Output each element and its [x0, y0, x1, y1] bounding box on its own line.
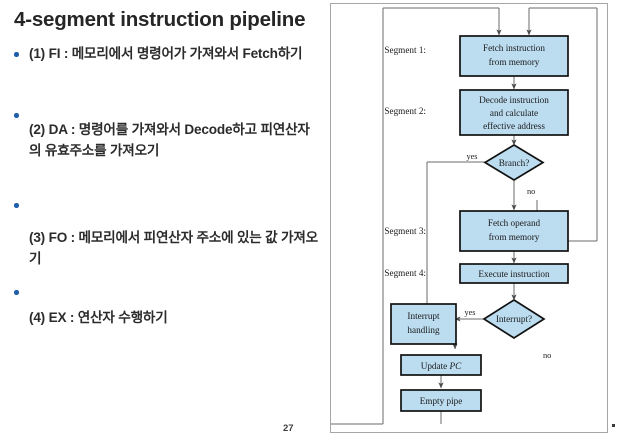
node-interrupt-decision-label: Interrupt?: [496, 314, 532, 324]
bullet-dot-icon: [14, 52, 19, 57]
node-empty-pipe-label: Empty pipe: [420, 396, 463, 406]
edge-label-branch-no: no: [527, 187, 535, 196]
node-interrupt-handling: Interrupt handling: [390, 303, 457, 345]
bullet-item-1: (1) FI : 메모리에서 명령어가 가져와서 Fetch하기: [29, 46, 303, 61]
pipeline-flowchart-image: Segment 1: Segment 2: Segment 3: Segment…: [330, 3, 608, 433]
node-fetch-operand-line1: Fetch operand: [488, 218, 541, 228]
node-update-pc-label: Update PC: [421, 361, 462, 371]
bullet-dot-icon: [14, 113, 19, 118]
node-decode-instruction: Decode instruction and calculate effecti…: [459, 89, 569, 136]
node-fetch-instruction: Fetch instruction from memory: [459, 35, 569, 77]
node-decode-instruction-line1: Decode instruction: [479, 95, 549, 105]
node-interrupt-handling-line2: handling: [407, 325, 440, 335]
bullet-item-3: (3) FO : 메모리에서 피연산자 주소에 있는 값 가져오기: [29, 230, 318, 266]
edge-label-branch-yes: yes: [466, 152, 477, 161]
node-update-pc-word: Update: [421, 361, 450, 371]
segment-4-label: Segment 4:: [384, 268, 426, 278]
node-empty-pipe: Empty pipe: [400, 389, 482, 412]
node-decode-instruction-line3: effective address: [483, 121, 545, 131]
node-fetch-instruction-line1: Fetch instruction: [483, 43, 545, 53]
node-branch-decision: Branch?: [483, 144, 545, 181]
segment-3-label: Segment 3:: [384, 226, 426, 236]
segment-2-label: Segment 2:: [384, 106, 426, 116]
bullet-dot-icon: [14, 203, 19, 208]
node-decode-instruction-line2: and calculate: [490, 108, 538, 118]
page-title: 4-segment instruction pipeline: [14, 8, 306, 31]
content-column: 4-segment instruction pipeline (1) FI : …: [14, 8, 318, 434]
edge-label-interrupt-yes: yes: [464, 308, 475, 317]
node-update-pc-register: PC: [449, 361, 463, 371]
node-branch-decision-label: Branch?: [499, 158, 530, 168]
flowchart-svg: Segment 1: Segment 2: Segment 3: Segment…: [331, 7, 598, 425]
bullet-item-2: (2) DA : 명령어를 가져와서 Decode하고 피연산자의 유효주소를 …: [29, 122, 310, 158]
segment-1-label: Segment 1:: [384, 45, 426, 55]
node-execute-instruction-label: Execute instruction: [478, 269, 550, 279]
node-update-pc: Update PC: [400, 354, 482, 376]
node-fetch-operand-line2: from memory: [489, 232, 540, 242]
page-number: 27: [283, 423, 294, 434]
corner-marker-dot: [612, 424, 615, 427]
bullet-item-4: (4) EX : 연산자 수행하기: [29, 310, 168, 325]
bullet-dot-icon: [14, 290, 19, 295]
node-fetch-instruction-line2: from memory: [489, 57, 540, 67]
node-fetch-operand: Fetch operand from memory: [459, 210, 569, 252]
edge-label-interrupt-no: no: [543, 351, 551, 360]
node-interrupt-decision: Interrupt?: [482, 298, 546, 340]
node-interrupt-handling-line1: Interrupt: [407, 311, 440, 321]
node-execute-instruction: Execute instruction: [459, 263, 569, 284]
